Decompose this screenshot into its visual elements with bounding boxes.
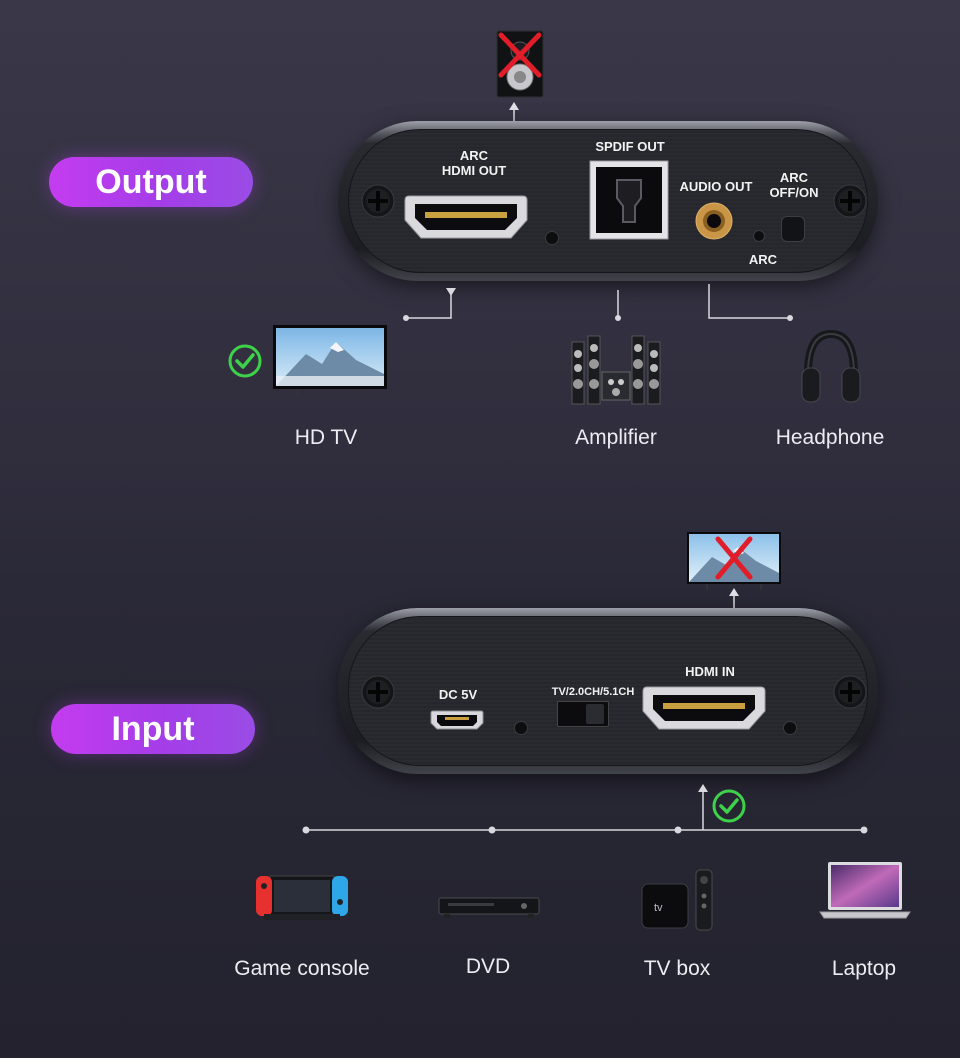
arc-toggle-button[interactable]: [781, 216, 805, 242]
amplifier-label: Amplifier: [575, 426, 657, 449]
led-indicator: [783, 721, 797, 735]
check-icon: [228, 344, 262, 378]
spdif-out-label: SPDIF OUT: [595, 139, 665, 154]
tv-box-icon: tv: [641, 869, 713, 931]
mode-slide-switch[interactable]: [557, 701, 609, 727]
laptop-icon: [819, 862, 911, 919]
svg-text:tv: tv: [654, 902, 663, 914]
audio-out-label: AUDIO OUT: [679, 179, 753, 194]
dc-5v-label: DC 5V: [438, 687, 478, 702]
audio-jack-port: [695, 202, 733, 240]
speaker-x-icon: [495, 29, 545, 99]
hd-tv-label: HD TV: [294, 426, 358, 449]
tv-icon: [273, 325, 387, 395]
arc-led-label: ARC: [748, 252, 778, 267]
hdmi-in-label: HDMI IN: [685, 664, 735, 679]
headphone-icon: [801, 329, 861, 403]
dc-micro-usb-port: [430, 710, 484, 730]
headphone-label: Headphone: [775, 426, 885, 449]
amplifier-speakers-icon: [571, 335, 661, 405]
hdmi-in-port: [642, 686, 766, 730]
arc-hdmi-out-label: ARC HDMI OUT: [441, 148, 507, 178]
input-badge: Input: [51, 704, 255, 754]
input-device-panel: DC 5V TV/2.0CH/5.1CH HDMI IN: [338, 608, 878, 774]
game-console-label: Game console: [234, 957, 370, 980]
led-indicator: [545, 231, 559, 245]
arc-led-indicator: [753, 230, 765, 242]
check-icon: [712, 789, 746, 823]
dvd-player-icon: [438, 897, 540, 918]
mode-switch-label: TV/2.0CH/5.1CH: [551, 686, 635, 698]
led-indicator: [514, 721, 528, 735]
screw-icon: [361, 184, 395, 218]
spdif-optical-port: [589, 160, 669, 240]
screw-icon: [833, 184, 867, 218]
output-badge: Output: [49, 157, 253, 207]
hdmi-out-port: [404, 195, 528, 239]
dvd-label: DVD: [465, 955, 511, 978]
tv-x-icon: [687, 532, 781, 590]
arc-switch-label: ARC OFF/ON: [769, 170, 819, 200]
screw-icon: [361, 675, 395, 709]
tv-box-label: TV box: [643, 957, 711, 980]
screw-icon: [833, 675, 867, 709]
laptop-label: Laptop: [831, 957, 897, 980]
output-device-panel: ARC HDMI OUT SPDIF OUT AUDIO OUT ARC OFF…: [338, 121, 878, 281]
game-console-icon: [256, 875, 348, 920]
